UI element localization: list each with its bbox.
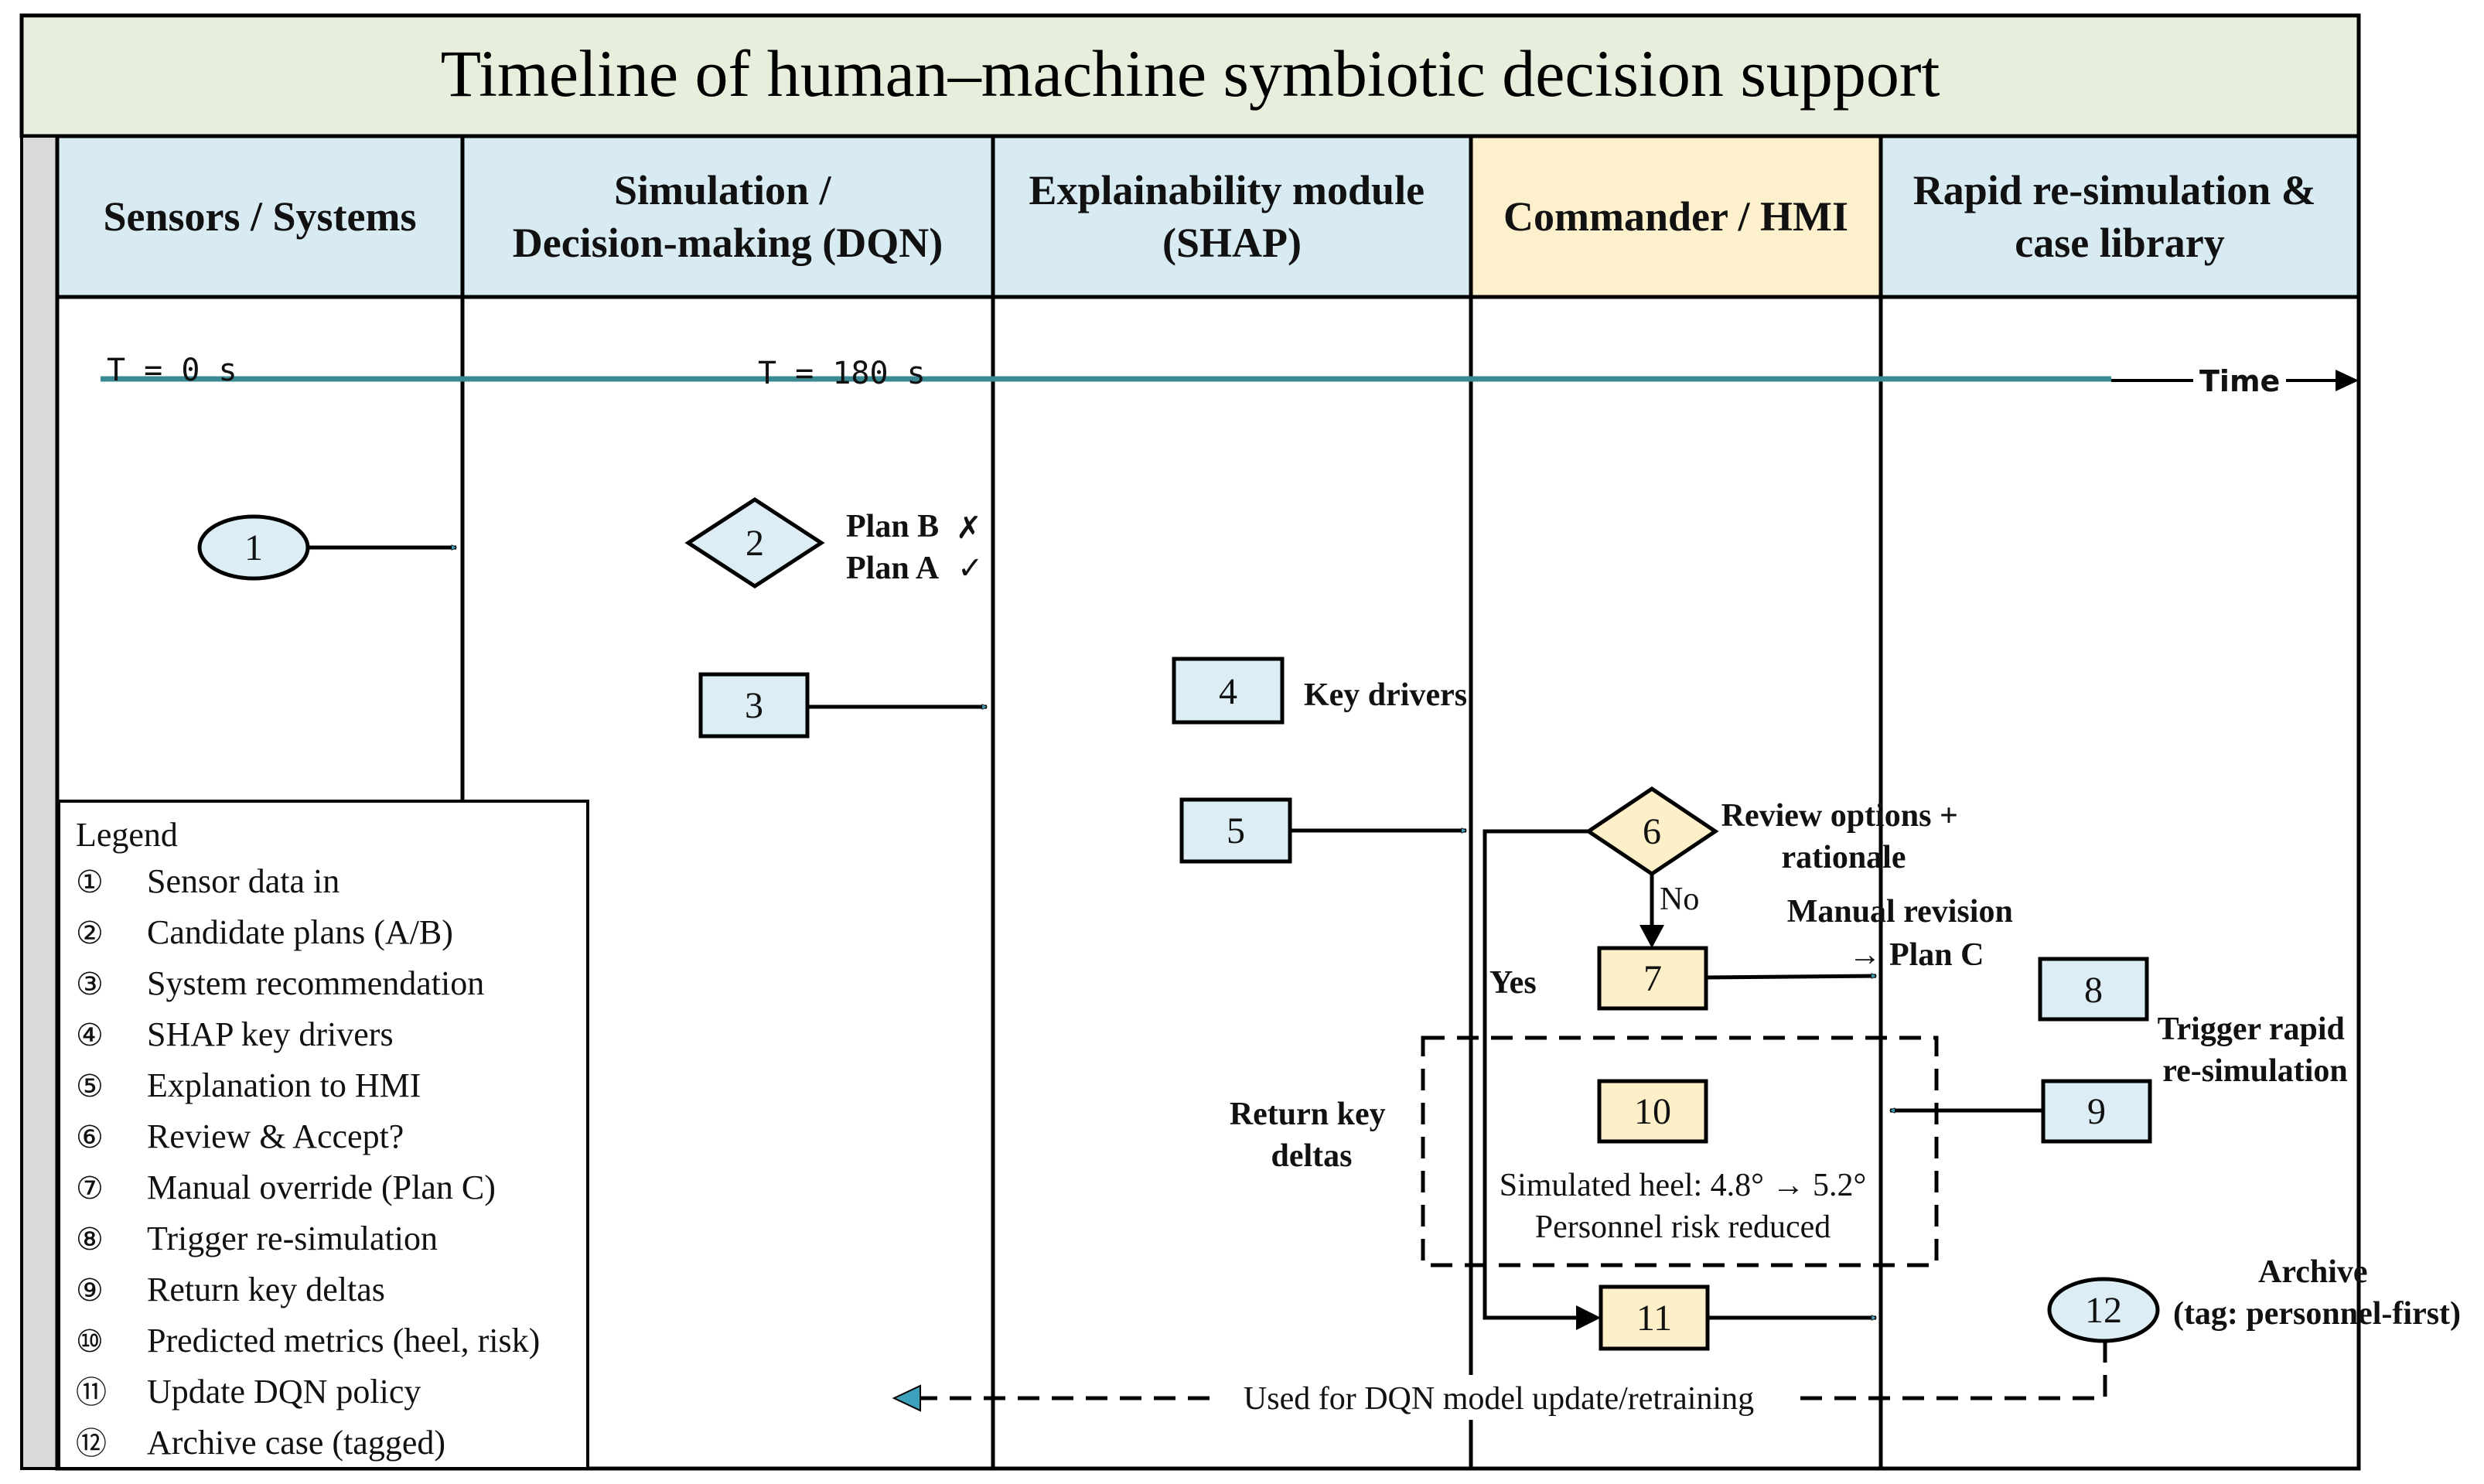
node-7-manual-override [1597, 946, 1708, 1011]
legend-item: ③ System recommendation [76, 964, 484, 1002]
node-4-shap-drivers [1172, 657, 1285, 725]
legend-text: Trigger re-simulation [147, 1220, 438, 1257]
node-4-label: 4 [1219, 671, 1237, 712]
time-label-t0: T = 0 s [107, 353, 237, 388]
legend-marker: ⑥ [76, 1120, 104, 1155]
legend-marker: ① [76, 865, 104, 900]
legend-text: Predicted metrics (heel, risk) [147, 1322, 540, 1359]
no-label: No [1660, 882, 1699, 917]
node-7-label: 7 [1643, 958, 1662, 999]
legend-item: ⑤ Explanation to HMI [76, 1066, 421, 1104]
personnel-risk-text: Personnel risk reduced [1535, 1209, 1831, 1245]
legend-marker: ⑧ [76, 1222, 104, 1257]
legend-text: Return key deltas [147, 1271, 385, 1308]
legend-marker: ④ [76, 1018, 104, 1053]
legend-marker: ⑫ [76, 1426, 107, 1462]
plan-b-cross-mark: ✗ [956, 510, 982, 546]
node-11-update-policy [1599, 1284, 1710, 1351]
node-8-label: 8 [2084, 970, 2103, 1011]
trigger-label: Trigger rapid re-simulation [2158, 1012, 2353, 1089]
legend-item: ⑦ Manual override (Plan C) [76, 1168, 496, 1206]
legend-item: ⑩ Predicted metrics (heel, risk) [76, 1322, 540, 1359]
legend-item: ⑧ Trigger re-simulation [76, 1220, 438, 1257]
retraining-arrowhead [892, 1384, 921, 1412]
node-1-label: 1 [244, 527, 263, 568]
node-10-label: 10 [1634, 1091, 1671, 1132]
node-3-label: 3 [745, 685, 763, 726]
legend-box [57, 800, 589, 1470]
legend-item: ⑥ Review & Accept? [76, 1117, 404, 1155]
yes-label: Yes [1489, 965, 1537, 1001]
retraining-label: Used for DQN model update/retraining [1244, 1381, 1754, 1417]
legend-text: Archive case (tagged) [147, 1424, 445, 1462]
legend-marker: ⑨ [76, 1273, 104, 1308]
legend-item: ② Candidate plans (A/B) [76, 913, 453, 951]
yes-path-arrowhead [1576, 1305, 1601, 1330]
node-2-candidate-plans [684, 497, 825, 588]
legend-marker: ⑦ [76, 1171, 104, 1206]
page-title: Timeline of human–machine symbiotic deci… [441, 36, 1940, 111]
legend-text: Review & Accept? [147, 1117, 404, 1155]
legend-text: System recommendation [147, 964, 484, 1002]
legend-marker: ⑩ [76, 1324, 104, 1359]
review-options-label: Review options + rationale [1721, 798, 1967, 875]
time-label-t180: T = 180 s [758, 356, 926, 391]
legend-text: Update DQN policy [147, 1373, 421, 1411]
return-key-deltas-label: Return key deltas [1230, 1097, 1394, 1174]
legend-title: Legend [76, 816, 178, 854]
arrow-6-to-7-head [1640, 925, 1664, 948]
legend-item: ⑨ Return key deltas [76, 1271, 385, 1308]
lane-header-sensors [55, 134, 465, 299]
yes-path-6-to-11 [1483, 829, 1588, 1320]
node-12-label: 12 [2085, 1290, 2122, 1331]
node-8-trigger [2038, 957, 2149, 1022]
time-axis-label: Time [2199, 364, 2280, 398]
legend-text: Manual override (Plan C) [147, 1168, 496, 1206]
lane-header-simulation [460, 134, 995, 299]
legend-text: SHAP key drivers [147, 1015, 394, 1053]
node-9-label: 9 [2087, 1091, 2106, 1132]
lane-label-explainability: Explainability module (SHAP) [1029, 167, 1435, 266]
node-11-label: 11 [1636, 1298, 1672, 1339]
lane-strip [20, 135, 59, 1470]
title-bar [19, 13, 2361, 138]
arrow-7-to-rapid [1705, 976, 1876, 980]
lane-label-sensors: Sensors / Systems [103, 193, 416, 240]
plan-b-label: Plan B [846, 509, 939, 544]
lane-header-explainability [991, 134, 1473, 299]
legend-item: ① Sensor data in [76, 862, 340, 900]
lane-label-commander: Commander / HMI [1503, 193, 1848, 240]
node-10-predicted-metrics [1597, 1079, 1708, 1144]
retraining-label-bg [1211, 1375, 1788, 1420]
legend-marker: ③ [76, 967, 104, 1002]
node-5-label: 5 [1227, 810, 1245, 851]
manual-revision-label: Manual revision → Plan C [1787, 894, 2022, 973]
legend-marker: ② [76, 916, 104, 951]
archive-label: Archive (tag: personnel-first) [2173, 1254, 2461, 1332]
node-2-label: 2 [746, 523, 764, 564]
plan-a-label: Plan A [846, 551, 940, 586]
lane-label-rapid: Rapid re-simulation & case library [1913, 167, 2327, 266]
node-6-label: 6 [1643, 811, 1661, 852]
plan-a-check-mark: ✓ [957, 551, 984, 586]
legend-text: Candidate plans (A/B) [147, 913, 453, 951]
lane-label-simulation: Simulation / Decision-making (DQN) [513, 167, 943, 266]
legend-text: Sensor data in [147, 862, 340, 900]
key-drivers-label: Key drivers [1304, 677, 1467, 713]
legend-item: ④ SHAP key drivers [76, 1015, 394, 1053]
simulated-heel-text: Simulated heel: 4.8° → 5.2° [1500, 1168, 1867, 1203]
predicted-metrics-box [1421, 1035, 1939, 1267]
legend-items: ① Sensor data in ② Candidate plans (A/B) ③… [76, 862, 540, 1462]
legend-marker: ⑤ [76, 1069, 104, 1104]
lane-header-rapid [1878, 134, 2361, 299]
timeline-arrowhead [2336, 370, 2359, 391]
legend-marker: ⑪ [76, 1375, 107, 1411]
legend-item: ⑫ Archive case (tagged) [76, 1424, 445, 1462]
legend-item: ⑪ Update DQN policy [76, 1373, 421, 1411]
legend-text: Explanation to HMI [147, 1066, 421, 1104]
